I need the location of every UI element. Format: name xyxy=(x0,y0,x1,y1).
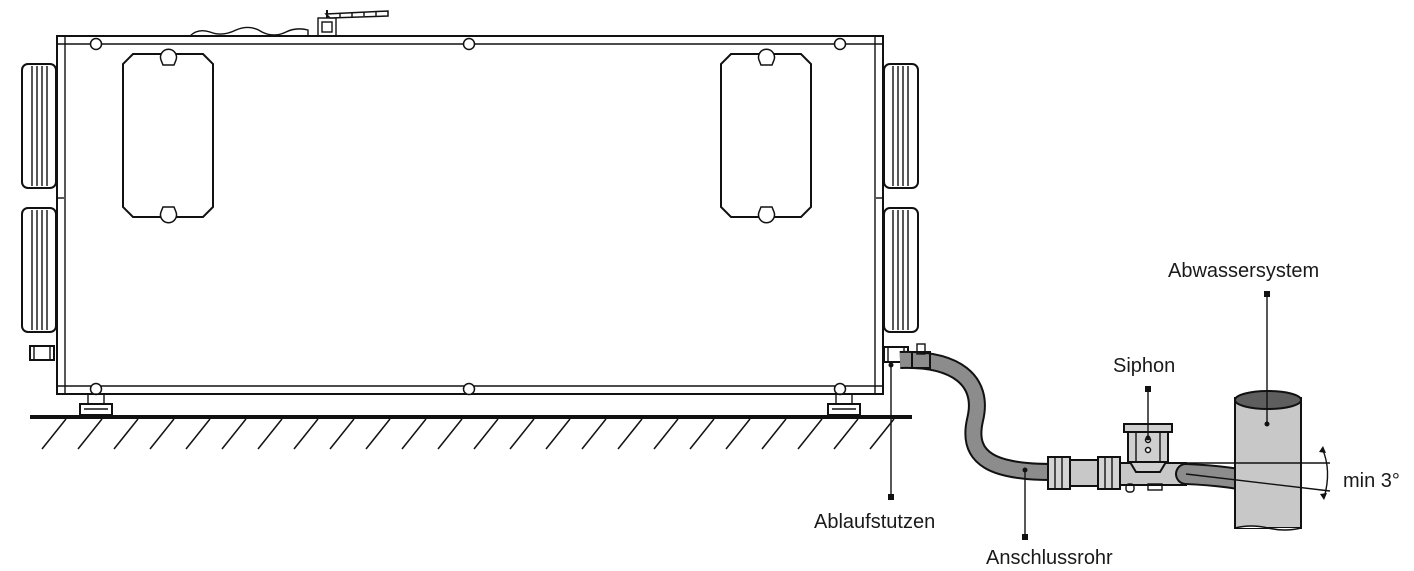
antenna-icon xyxy=(317,10,389,37)
label-ablaufstutzen: Ablaufstutzen xyxy=(814,511,935,533)
label-siphon: Siphon xyxy=(1113,355,1175,377)
screw-hole-icon xyxy=(462,382,476,396)
floor xyxy=(30,415,912,450)
hatch-line xyxy=(617,418,643,450)
hatch-line xyxy=(77,418,103,450)
hatch-line xyxy=(797,418,823,450)
leader-lines xyxy=(888,291,1270,540)
connection-hose xyxy=(899,343,1053,481)
hatch-line xyxy=(581,418,607,450)
duct-connector-right-bottom xyxy=(883,207,919,333)
hatch-line xyxy=(725,418,751,450)
ventilation-unit xyxy=(21,10,919,416)
waste-water-pipe xyxy=(1234,390,1302,531)
hatch-line xyxy=(257,418,283,450)
slope-angle-indicator xyxy=(1185,446,1331,500)
hatch-line xyxy=(833,418,859,450)
hatch-line xyxy=(293,418,319,450)
hatch-line xyxy=(761,418,787,450)
hatch-line xyxy=(41,418,67,450)
screw-hole-icon xyxy=(462,37,476,51)
hatch-line xyxy=(185,418,211,450)
hatch-line xyxy=(509,418,535,450)
hatch-line xyxy=(545,418,571,450)
label-anschlussrohr: Anschlussrohr xyxy=(986,547,1113,569)
duct-connector-right-top xyxy=(883,63,919,189)
hatch-line xyxy=(113,418,139,450)
hatch-line xyxy=(653,418,679,450)
screw-hole-icon xyxy=(89,37,103,51)
screw-hole-icon xyxy=(833,37,847,51)
service-panel-right xyxy=(720,48,812,224)
screw-hole-icon xyxy=(89,382,103,396)
hatch-line xyxy=(329,418,355,450)
floor-hatching xyxy=(41,418,895,450)
unit-foot-left xyxy=(79,393,113,416)
duct-connector-left-top xyxy=(21,63,57,189)
screw-hole-icon xyxy=(833,382,847,396)
hatch-line xyxy=(689,418,715,450)
hatch-line xyxy=(365,418,391,450)
duct-connector-left-bottom xyxy=(21,207,57,333)
label-min-angle: min 3° xyxy=(1343,470,1400,492)
hatch-line xyxy=(401,418,427,450)
hatch-line xyxy=(149,418,175,450)
hatch-line xyxy=(221,418,247,450)
unit-foot-right xyxy=(827,393,861,416)
hatch-line xyxy=(437,418,463,450)
hatch-line xyxy=(869,418,895,450)
hatch-line xyxy=(473,418,499,450)
siphon-assembly xyxy=(1047,423,1273,495)
drain-outlet-left xyxy=(29,345,55,361)
label-abwassersystem: Abwassersystem xyxy=(1168,260,1319,282)
service-panel-left xyxy=(122,48,214,224)
